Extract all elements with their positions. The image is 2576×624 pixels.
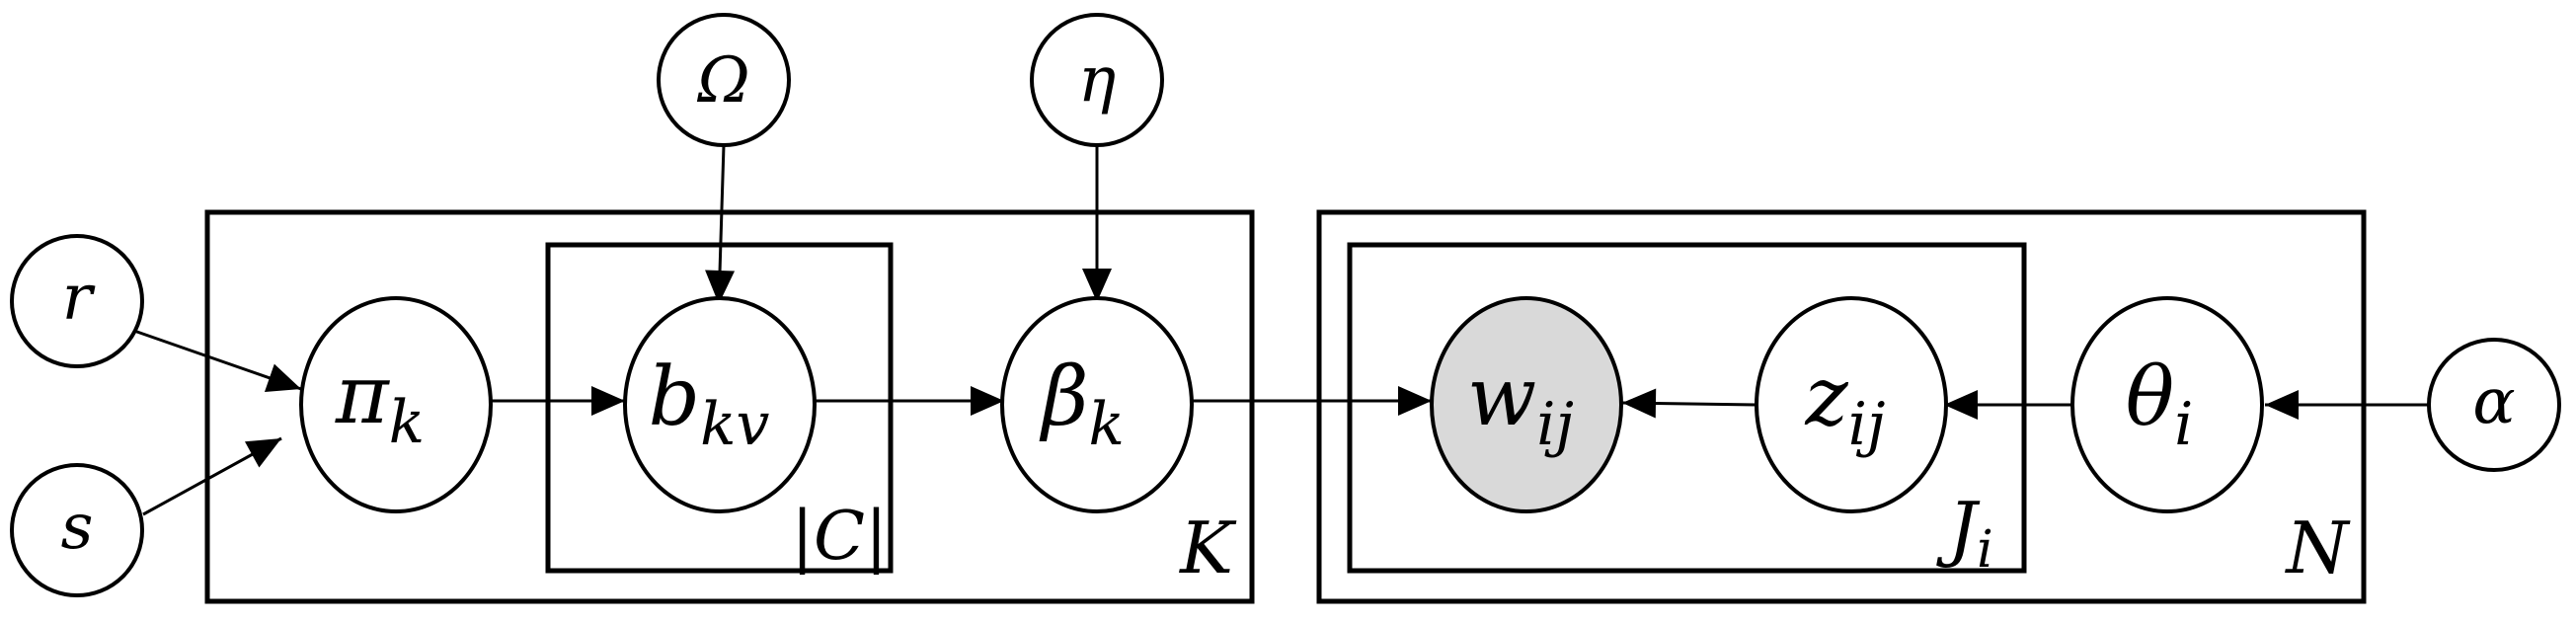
- node-z-label: zij: [1805, 351, 1886, 459]
- plate-k: [204, 209, 1255, 604]
- node-theta-subscript: i: [2174, 390, 2193, 459]
- plate-n-label: N: [2285, 507, 2352, 589]
- node-pi-subscript: k: [389, 388, 425, 457]
- node-b-label: bkv: [649, 351, 770, 459]
- node-s-label: s: [61, 491, 94, 564]
- plate-j-subscript: i: [1977, 520, 1993, 580]
- node-alpha: α: [2427, 338, 2561, 472]
- node-theta-symbol: θ: [2126, 351, 2174, 444]
- node-r-label: r: [62, 262, 96, 335]
- node-beta-subscript: k: [1089, 390, 1125, 459]
- node-eta: η: [1030, 13, 1164, 147]
- node-w-subscript: ij: [1536, 390, 1574, 459]
- node-w-label: wij: [1467, 351, 1574, 459]
- node-s: s: [10, 463, 144, 597]
- node-b-subscript: kv: [700, 390, 769, 459]
- plate-n: [1316, 209, 2367, 604]
- node-theta-label: θi: [2126, 351, 2194, 459]
- node-w-symbol: w: [1467, 351, 1536, 444]
- node-z: zij: [1755, 296, 1948, 513]
- node-omega-label: Ω: [696, 44, 749, 117]
- node-z-symbol: z: [1805, 351, 1849, 444]
- node-omega: Ω: [657, 13, 791, 147]
- edge-r-to-pi: [130, 328, 302, 392]
- node-beta-symbol: β: [1039, 351, 1088, 444]
- edge-omega-to-b: [705, 144, 736, 305]
- plate-k-label: K: [1178, 507, 1237, 589]
- edge-z-to-w: [1621, 388, 1757, 419]
- node-alpha-label: α: [2472, 365, 2515, 438]
- node-r: r: [10, 234, 144, 368]
- edges: [130, 144, 2429, 516]
- node-beta-label: βk: [1039, 351, 1125, 459]
- node-w: wij: [1430, 296, 1623, 513]
- plate-j-symbol: J: [1935, 487, 1981, 570]
- plate-j: [1347, 242, 2027, 574]
- node-beta: βk: [1000, 296, 1194, 513]
- node-theta: θi: [2070, 296, 2264, 513]
- node-pi: πk: [299, 296, 493, 513]
- node-b: bkv: [623, 296, 817, 513]
- edge-s-to-pi: [142, 436, 282, 516]
- node-pi-symbol: π: [335, 349, 391, 442]
- node-pi-label: πk: [335, 349, 425, 457]
- node-eta-label: η: [1078, 43, 1116, 117]
- plate-c-label: |C|: [791, 498, 888, 576]
- node-b-symbol: b: [649, 351, 701, 444]
- plate-j-label: Ji: [1935, 487, 1993, 580]
- node-z-subscript: ij: [1848, 390, 1886, 459]
